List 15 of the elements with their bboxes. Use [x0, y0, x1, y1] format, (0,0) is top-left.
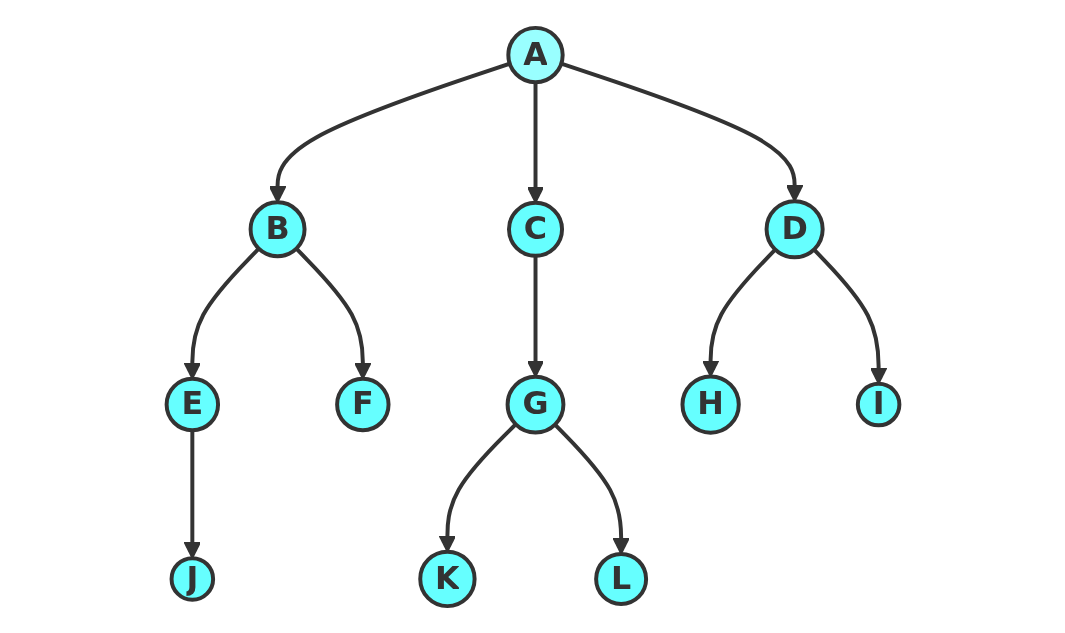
node-circle: G — [505, 374, 565, 434]
node-circle: L — [593, 551, 648, 606]
node-circle: H — [679, 373, 741, 435]
node-circle: K — [417, 549, 477, 608]
node-circle: B — [248, 199, 307, 258]
node-circle: F — [334, 376, 391, 432]
arrow — [701, 247, 777, 377]
node-circle: D — [764, 198, 825, 259]
arrow — [526, 255, 544, 377]
node-circle: E — [164, 376, 220, 432]
node-circle: J — [169, 555, 215, 602]
node-circle: I — [855, 381, 901, 427]
arrow — [268, 61, 510, 203]
node-circle: C — [506, 200, 564, 258]
node-circle: A — [505, 25, 565, 84]
